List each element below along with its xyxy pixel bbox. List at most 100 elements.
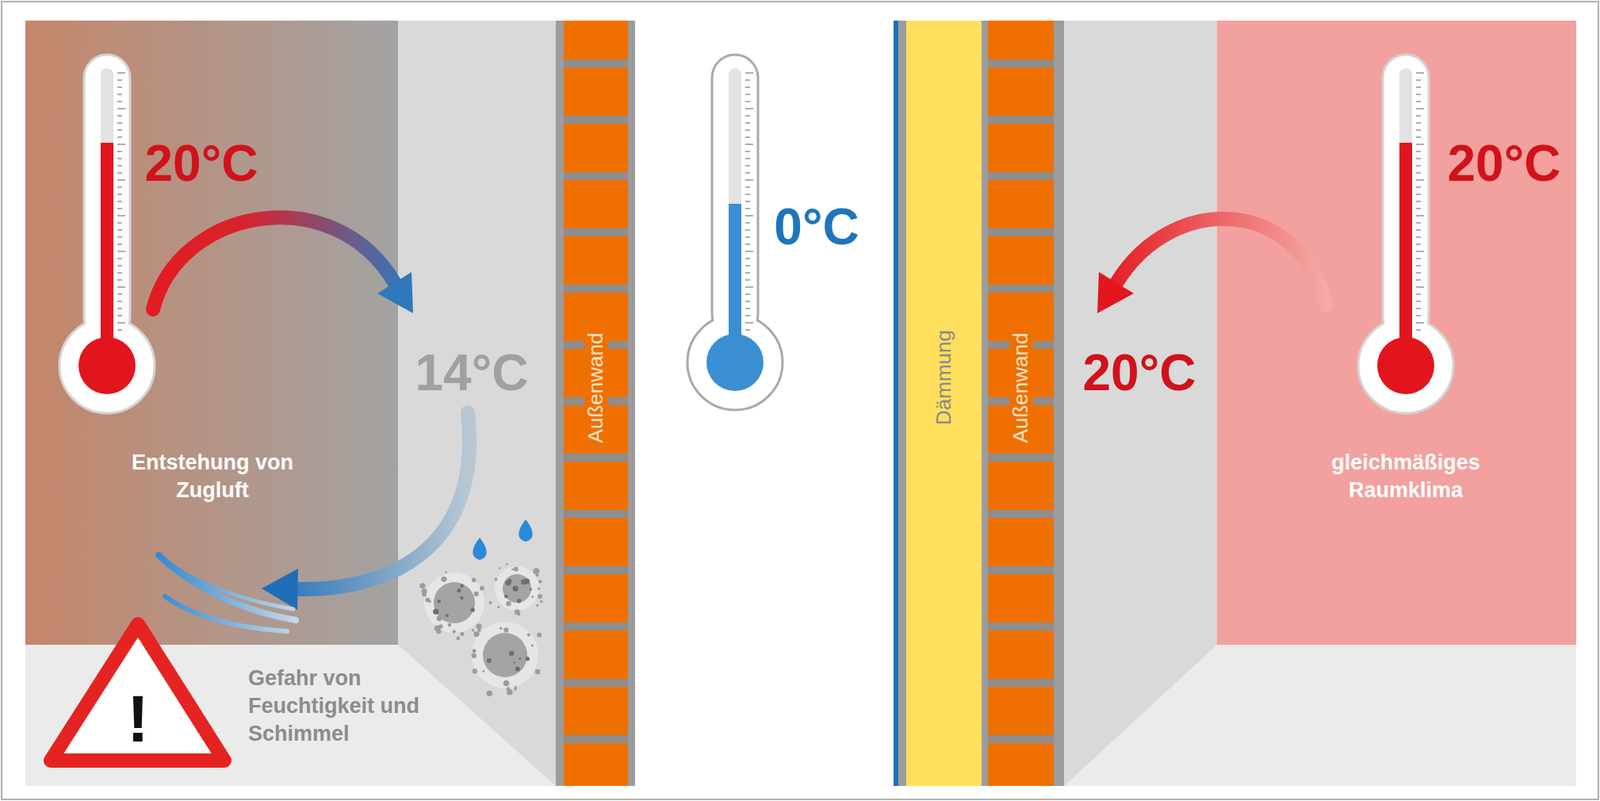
scale-tick <box>1416 222 1421 224</box>
scale-tick <box>1416 264 1421 267</box>
mould-dot <box>505 562 509 566</box>
scale-tick <box>745 271 751 274</box>
thermometer-scale <box>745 72 754 330</box>
scale-tick <box>745 114 751 117</box>
mould-dot <box>437 599 442 604</box>
scale-tick <box>117 321 126 324</box>
mould-dot <box>498 566 502 570</box>
scale-tick <box>117 143 126 146</box>
scale-tick <box>745 93 751 96</box>
mould-dot <box>497 605 500 609</box>
mould-dot <box>512 585 519 592</box>
thermometer-scale <box>1416 72 1424 330</box>
scale-tick <box>117 307 123 310</box>
scale-tick <box>745 150 751 153</box>
scale-tick <box>1416 143 1424 146</box>
mould-dot <box>533 568 540 575</box>
temperature-value: 14°C <box>415 347 529 399</box>
scale-tick <box>1416 200 1421 203</box>
mould-dot <box>479 585 485 591</box>
mould-dot <box>486 689 494 697</box>
mould-dot <box>459 583 464 587</box>
scale-tick <box>117 207 123 210</box>
scale-tick <box>117 114 123 117</box>
mould-dot <box>473 631 479 637</box>
scale-tick <box>745 214 754 217</box>
outer-wall-band: Außenwand <box>555 20 636 786</box>
temperature-value: 0°C <box>773 201 859 253</box>
scale-tick <box>1416 72 1424 74</box>
heat-flow-arrow <box>153 217 395 310</box>
floor <box>1064 644 1577 786</box>
mould-dot <box>531 595 534 598</box>
mould-dot <box>537 586 541 590</box>
mould-halo <box>471 621 539 689</box>
mould-dot <box>529 588 533 591</box>
mould-dot <box>509 650 514 656</box>
mould-dot <box>524 577 530 584</box>
scale-tick <box>1416 79 1421 81</box>
arrow-head <box>377 271 414 314</box>
scale-tick <box>117 150 123 153</box>
layer-label: Außenwand <box>584 328 609 448</box>
scale-tick <box>745 143 754 146</box>
mould-dot <box>421 588 428 594</box>
mould-dot <box>447 623 452 628</box>
mould-dot <box>440 576 447 582</box>
scale-tick <box>117 271 123 274</box>
mould-dot <box>514 608 521 615</box>
water-drop <box>472 537 487 560</box>
water-drop <box>518 519 533 542</box>
insulation-band: Dämmung <box>898 20 988 786</box>
scale-tick <box>1416 279 1421 281</box>
scale-tick <box>117 107 126 110</box>
warning-mark: ! <box>126 685 150 752</box>
scale-tick <box>1416 150 1421 153</box>
scale-tick <box>117 214 126 217</box>
scale-tick <box>1416 293 1421 295</box>
mould-dot <box>518 657 521 660</box>
scale-tick <box>1416 307 1421 310</box>
scale-tick <box>1416 122 1421 124</box>
mould-dot <box>471 628 475 632</box>
thermometer-fill <box>100 142 114 365</box>
mould-dot <box>459 631 464 636</box>
mould-dot <box>537 593 543 599</box>
mould-dot <box>432 608 439 615</box>
scale-tick <box>117 93 123 96</box>
heat-flow-arrow <box>1116 218 1327 306</box>
thermometer-bulb <box>78 336 136 395</box>
thermometer-fill <box>1399 142 1413 365</box>
scale-tick <box>745 307 751 310</box>
mould-spot <box>502 574 532 603</box>
scale-tick <box>745 164 751 167</box>
scale-tick <box>117 264 123 267</box>
temperature-value: 20°C <box>145 137 259 189</box>
scale-tick <box>745 186 751 188</box>
mould-dot <box>513 687 517 691</box>
scale-tick <box>1416 243 1421 245</box>
mould-spot <box>482 632 528 678</box>
scale-tick <box>1416 193 1421 196</box>
scale-tick <box>117 193 123 196</box>
scale-tick <box>1416 186 1421 188</box>
mould-dot <box>513 566 519 572</box>
scale-tick <box>117 250 126 253</box>
scale-tick <box>1416 207 1421 210</box>
scale-tick <box>745 279 751 281</box>
scale-tick <box>117 129 123 131</box>
scale-tick <box>117 300 123 303</box>
scale-tick <box>745 172 751 174</box>
thermometer-bulb <box>706 333 764 391</box>
scale-tick <box>745 300 751 303</box>
scale-tick <box>117 122 123 124</box>
temperature-value: 20°C <box>1447 137 1562 189</box>
mould-dot <box>525 656 530 661</box>
scale-tick <box>117 200 123 203</box>
mould-dot <box>419 582 425 589</box>
scale-tick <box>745 321 754 324</box>
draught-line <box>158 555 296 621</box>
scale-tick <box>117 293 123 295</box>
scale-tick <box>1416 329 1421 331</box>
